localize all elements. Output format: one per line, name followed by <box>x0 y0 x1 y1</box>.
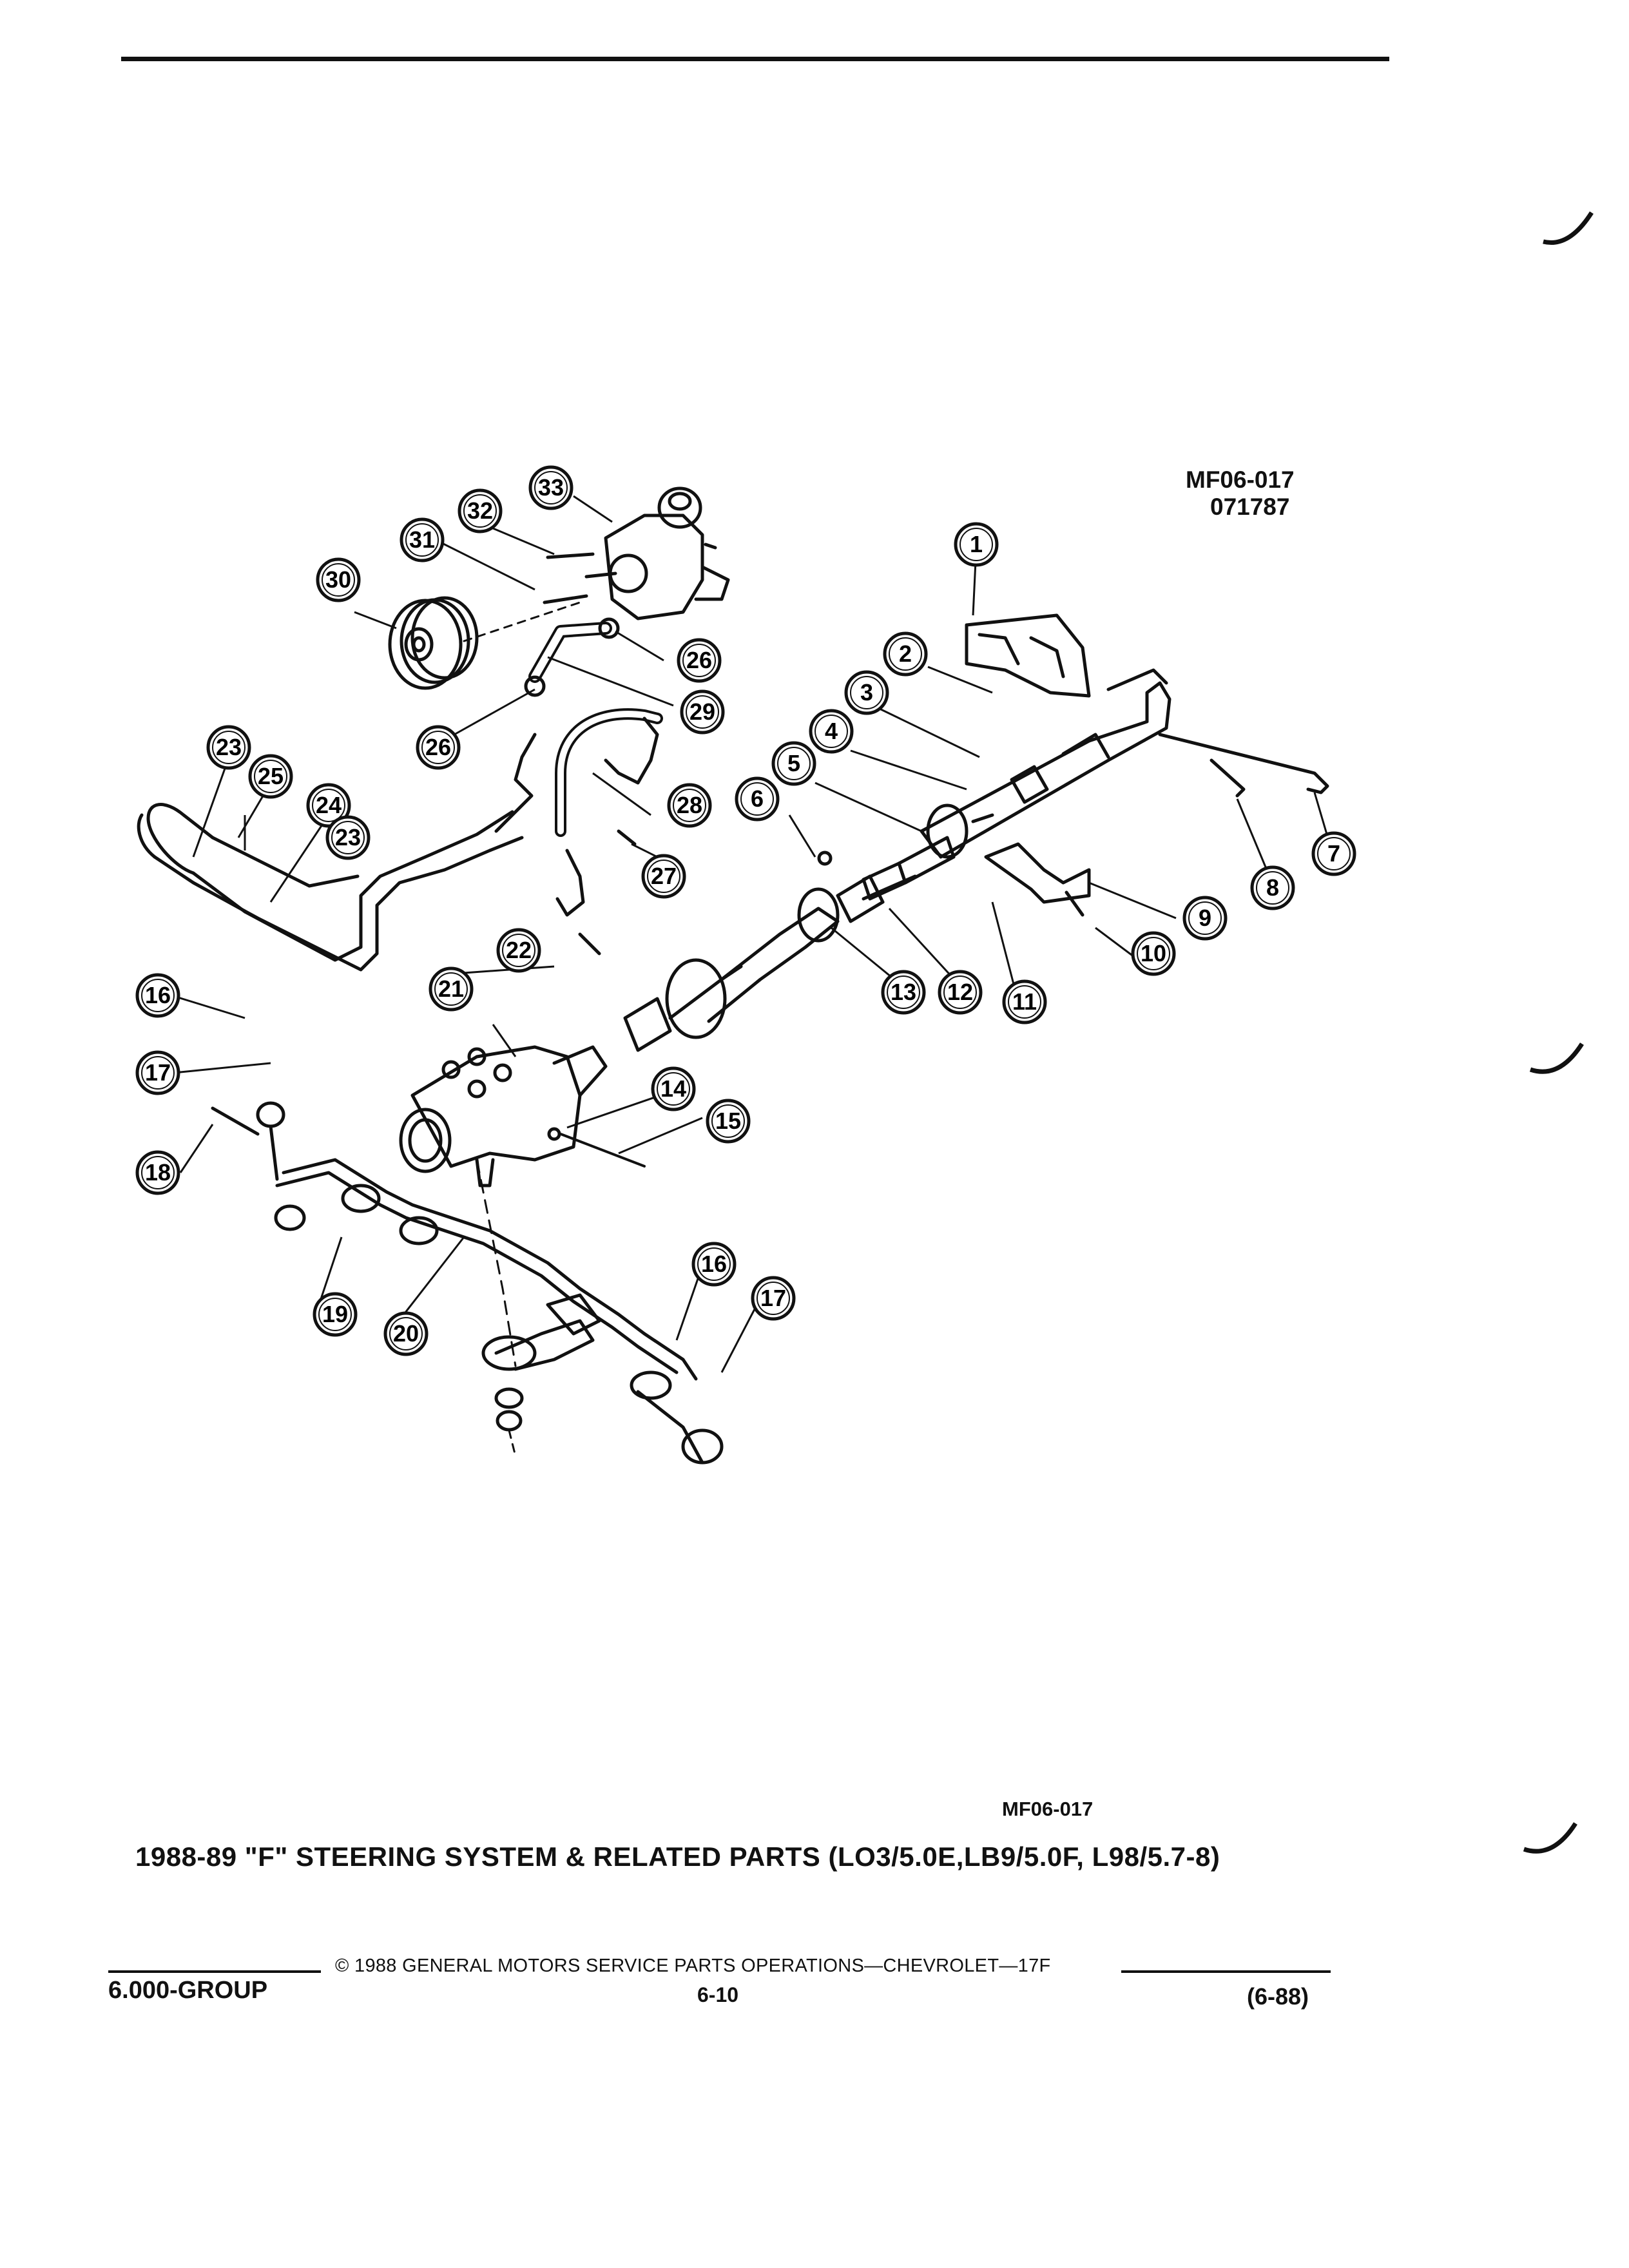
callout-4: 4 <box>809 709 854 754</box>
callout-17: 17 <box>751 1276 796 1321</box>
power-steering-pump <box>584 486 730 620</box>
callout-number: 11 <box>1012 988 1037 1015</box>
callout-30: 30 <box>316 557 361 602</box>
callout-number: 18 <box>145 1159 171 1186</box>
header-rule <box>121 57 1389 61</box>
callout-6: 6 <box>735 776 780 822</box>
figure-code-top: MF06-017 <box>1186 466 1295 493</box>
callout-26: 26 <box>416 725 461 770</box>
callout-number: 2 <box>899 640 912 667</box>
callout-18: 18 <box>135 1150 180 1195</box>
callout-number: 3 <box>860 679 873 706</box>
callout-number: 8 <box>1266 874 1279 901</box>
callout-8: 8 <box>1250 865 1295 910</box>
callout-16: 16 <box>691 1242 737 1287</box>
callout-5: 5 <box>771 741 816 786</box>
callout-21: 21 <box>429 966 474 1012</box>
callout-20: 20 <box>383 1311 429 1356</box>
callout-9: 9 <box>1182 896 1228 941</box>
callout-10: 10 <box>1131 931 1176 976</box>
callout-number: 14 <box>660 1075 686 1102</box>
pump-pulley <box>388 596 479 690</box>
callout-number: 7 <box>1327 840 1340 867</box>
callout-26: 26 <box>677 638 722 683</box>
bolt-31 <box>543 594 588 604</box>
callout-15: 15 <box>706 1099 751 1144</box>
callout-24: 24 <box>306 783 351 828</box>
callout-31: 31 <box>400 517 445 562</box>
callout-number: 13 <box>891 979 916 1005</box>
callout-33: 33 <box>528 465 574 510</box>
group-label: 6.000-GROUP <box>108 1977 268 2004</box>
figure-code-bottom: MF06-017 <box>1002 1798 1094 1820</box>
footer-rule-right <box>1121 1970 1331 1973</box>
callout-number: 19 <box>322 1301 348 1327</box>
callout-number: 4 <box>825 718 838 744</box>
callout-number: 15 <box>715 1108 741 1134</box>
callout-number: 30 <box>325 566 351 593</box>
callout-number: 23 <box>216 734 242 760</box>
callout-number: 22 <box>506 937 532 963</box>
figure-date: 071787 <box>1210 494 1290 520</box>
callout-number: 23 <box>335 824 361 850</box>
callout-number: 16 <box>145 982 171 1008</box>
bolt-32 <box>546 552 595 559</box>
edge-mark-3 <box>1523 1822 1577 1854</box>
callout-number: 21 <box>438 975 464 1002</box>
callout-22: 22 <box>496 928 541 973</box>
steering-gear <box>399 1045 608 1187</box>
callout-16: 16 <box>135 973 180 1018</box>
copyright-line: © 1988 GENERAL MOTORS SERVICE PARTS OPER… <box>335 1956 1051 1976</box>
callout-number: 17 <box>760 1285 786 1311</box>
figure-caption: 1988-89 "F" STEERING SYSTEM & RELATED PA… <box>135 1841 1220 1872</box>
callout-number: 5 <box>787 750 800 776</box>
callout-number: 32 <box>467 497 493 524</box>
callout-number: 10 <box>1141 940 1166 966</box>
callout-27: 27 <box>641 854 686 899</box>
callout-number: 16 <box>701 1251 727 1277</box>
callout-number: 29 <box>689 698 715 725</box>
callout-number: 25 <box>258 763 284 789</box>
callout-11: 11 <box>1002 979 1047 1024</box>
callout-number: 1 <box>970 531 983 557</box>
callout-23: 23 <box>206 725 251 770</box>
callout-number: 20 <box>393 1320 419 1347</box>
callout-19: 19 <box>313 1292 358 1337</box>
callout-number: 26 <box>425 734 451 760</box>
callout-32: 32 <box>458 488 503 533</box>
callout-23: 23 <box>325 815 371 860</box>
callout-13: 13 <box>881 970 926 1015</box>
callout-29: 29 <box>680 689 725 735</box>
callout-1: 1 <box>954 522 999 567</box>
callout-number: 33 <box>538 474 564 501</box>
callout-number: 24 <box>316 792 342 818</box>
callout-number: 6 <box>751 785 764 812</box>
callout-28: 28 <box>667 783 712 828</box>
callout-7: 7 <box>1311 831 1356 876</box>
callout-17: 17 <box>135 1050 180 1095</box>
callout-number: 9 <box>1199 905 1211 931</box>
callout-number: 31 <box>409 526 435 553</box>
callout-number: 28 <box>677 792 702 818</box>
footer-rule-left <box>108 1970 321 1973</box>
page-number: 6-10 <box>697 1983 739 2006</box>
revision-code: (6-88) <box>1247 1983 1309 2010</box>
callout-number: 26 <box>686 647 712 673</box>
callout-25: 25 <box>248 754 293 799</box>
callout-3: 3 <box>844 670 889 715</box>
steering-column <box>862 668 1171 901</box>
callout-14: 14 <box>651 1066 696 1111</box>
edge-mark-2 <box>1529 1043 1584 1074</box>
callout-12: 12 <box>938 970 983 1015</box>
callout-2: 2 <box>883 631 928 677</box>
callout-number: 27 <box>651 863 677 889</box>
callout-number: 17 <box>145 1059 171 1086</box>
callout-number: 12 <box>947 979 973 1005</box>
edge-mark-1 <box>1543 211 1594 245</box>
